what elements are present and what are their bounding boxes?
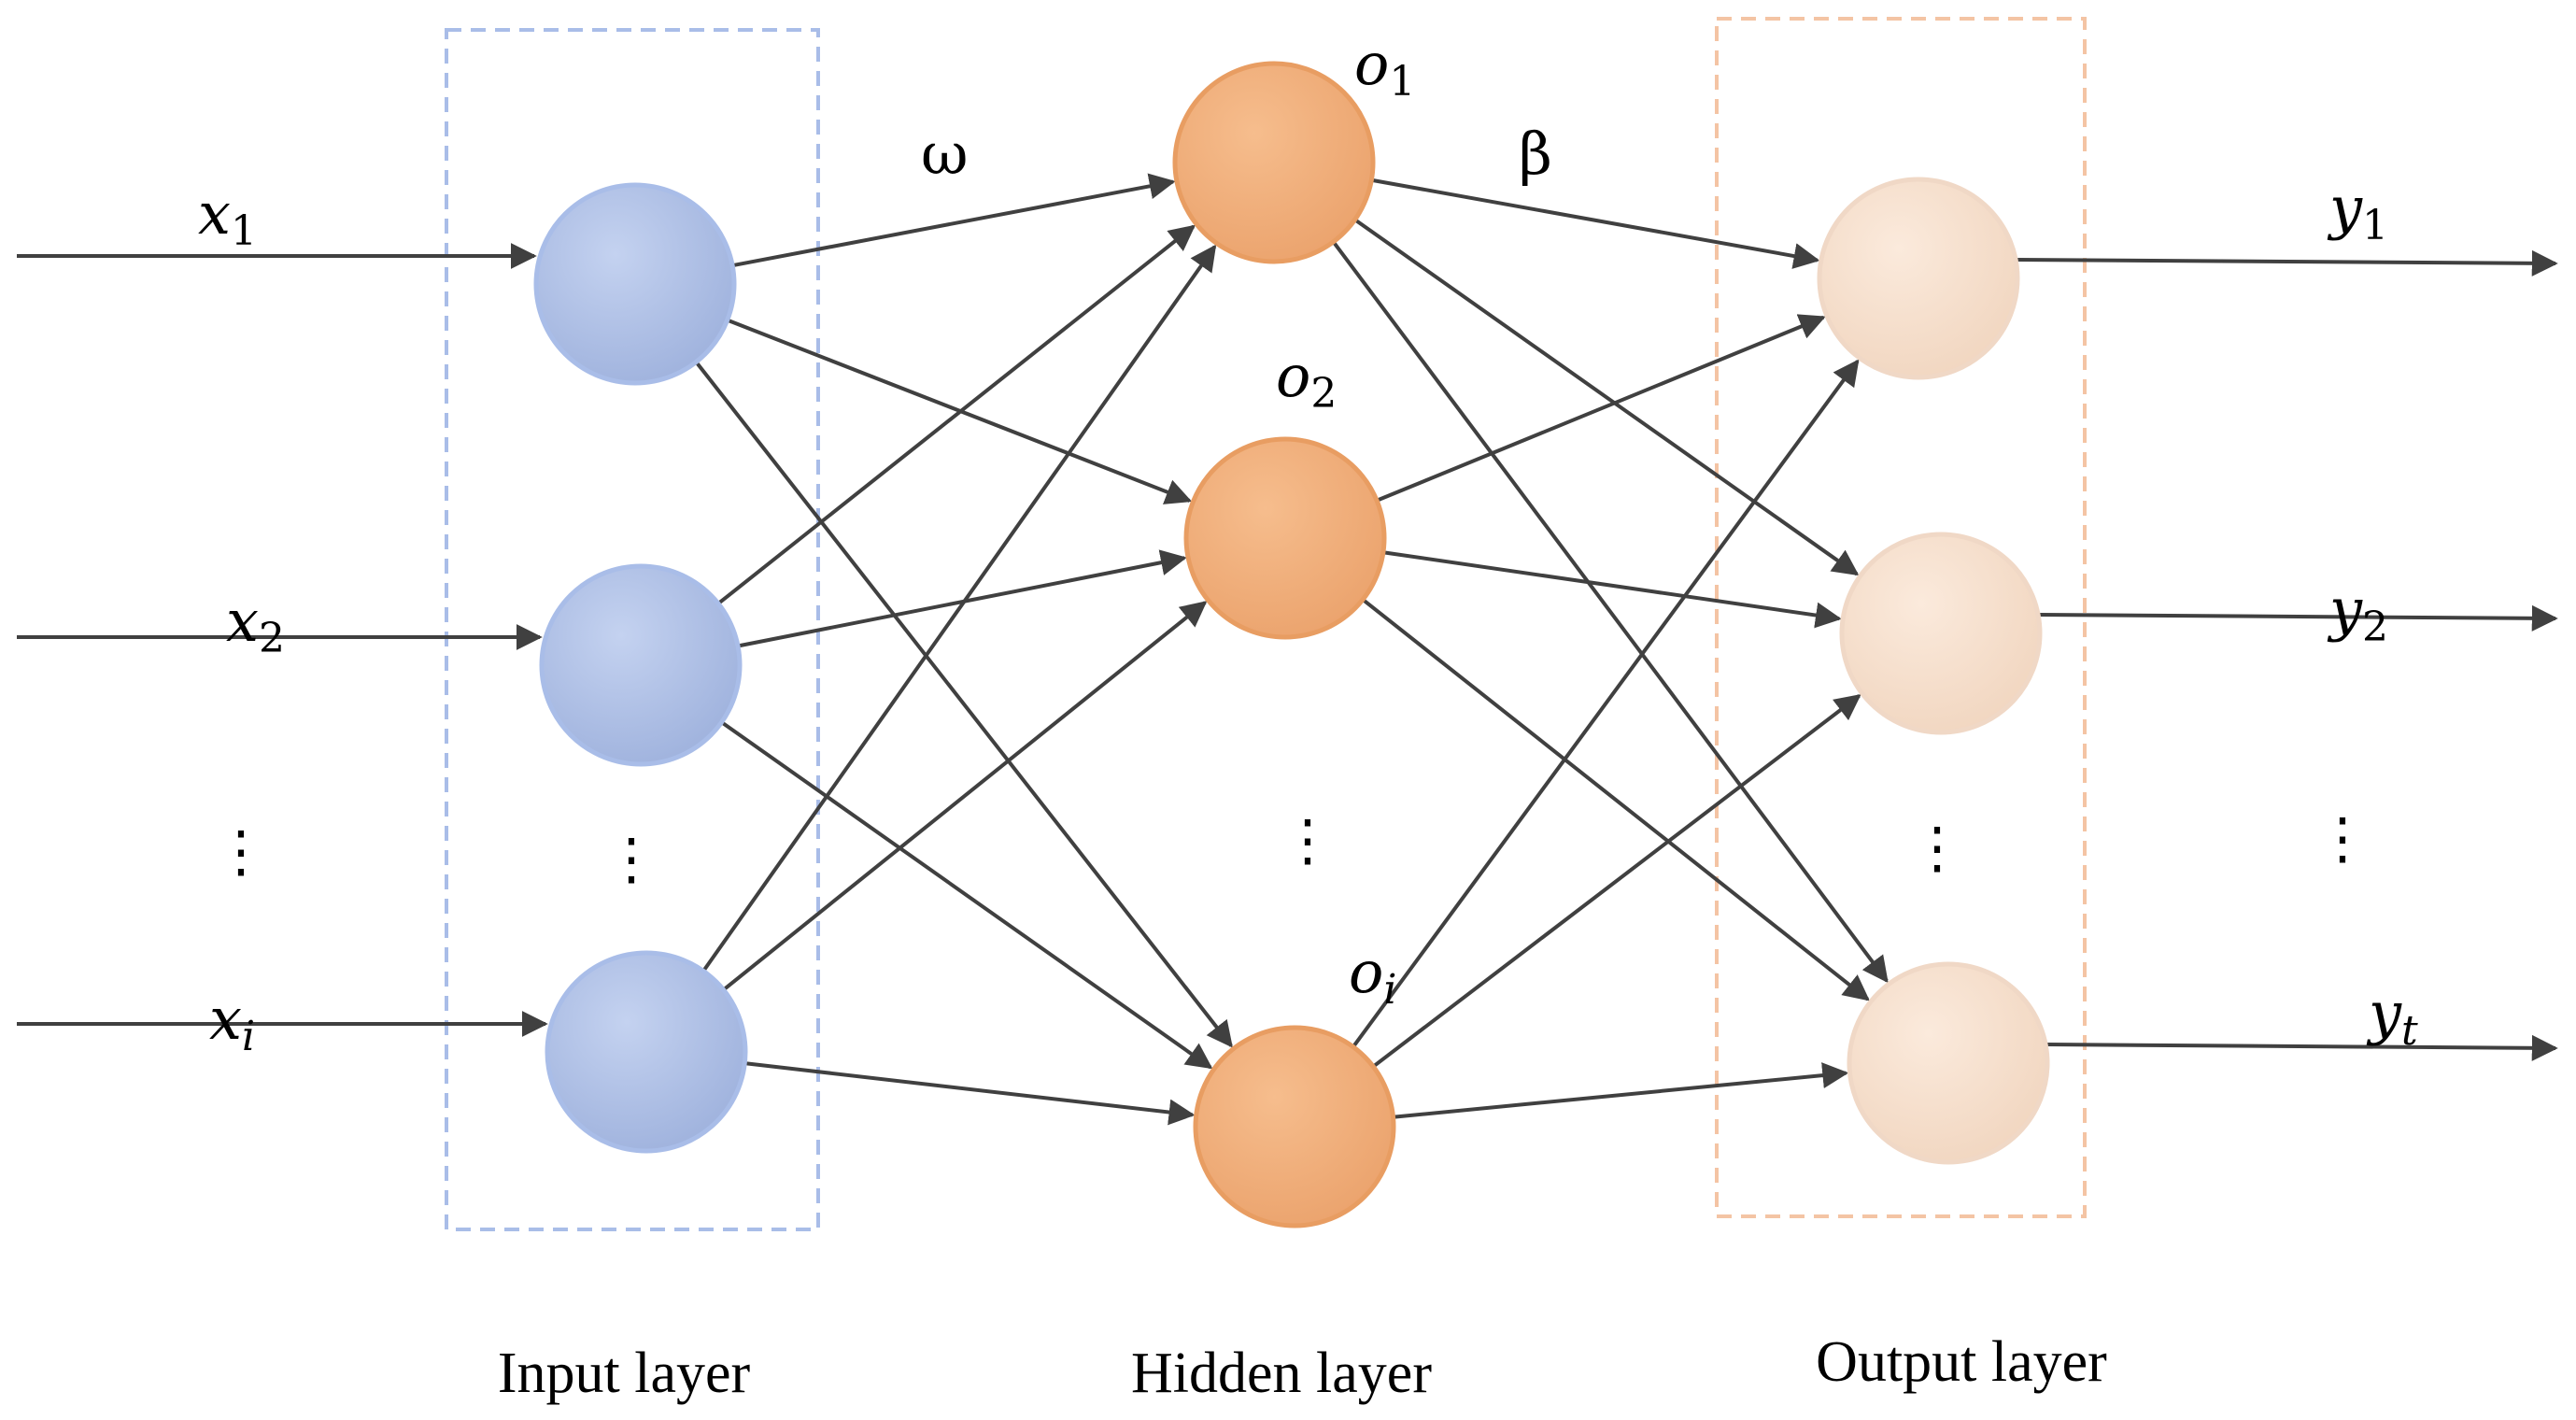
input-node-2 xyxy=(539,563,743,767)
input-layer-caption: Input layer xyxy=(498,1342,751,1405)
output-node-2 xyxy=(1839,532,2043,735)
weight-omega-label: ω xyxy=(921,120,969,188)
io-arrows xyxy=(17,243,2558,1061)
edge-input-1-hidden-2 xyxy=(727,318,1193,504)
input-label-1: x1 xyxy=(198,179,257,255)
ellipsis-inputs: ⋮ xyxy=(213,819,269,885)
output-label-1: y1 xyxy=(2327,174,2388,249)
output-label-t: yt xyxy=(2366,979,2418,1055)
hidden-label-i: oi xyxy=(1349,938,1396,1014)
output-arrow-2 xyxy=(2039,604,2558,632)
connections xyxy=(694,173,1889,1126)
output-arrow-1 xyxy=(2017,249,2558,277)
edge-hidden-3-output-3 xyxy=(1393,1062,1849,1119)
weight-beta-label: β xyxy=(1519,120,1552,188)
nodes xyxy=(533,61,2050,1228)
edge-input-3-hidden-1 xyxy=(701,244,1217,973)
edge-input-1-hidden-1 xyxy=(731,173,1176,268)
hidden-node-2 xyxy=(1183,436,1387,640)
edge-hidden-3-output-2 xyxy=(1372,694,1861,1069)
hidden-node-1 xyxy=(1172,61,1376,264)
ellipsis-hidden-layer: ⋮ xyxy=(1280,808,1336,873)
hidden-layer-caption: Hidden layer xyxy=(1131,1342,1432,1405)
hidden-label-2: o2 xyxy=(1276,342,1337,418)
output-arrow-3 xyxy=(2046,1034,2558,1061)
ellipsis-output-layer: ⋮ xyxy=(1909,816,1965,881)
edge-hidden-2-output-3 xyxy=(1361,598,1870,1001)
edge-hidden-1-output-2 xyxy=(1353,218,1860,576)
edge-input-2-hidden-3 xyxy=(720,720,1213,1070)
output-node-1 xyxy=(1817,177,2020,380)
ellipsis-outputs: ⋮ xyxy=(2314,806,2371,872)
hidden-label-1: o1 xyxy=(1354,30,1415,106)
edge-input-2-hidden-1 xyxy=(716,224,1196,605)
ellipsis-input-layer: ⋮ xyxy=(603,827,659,892)
input-label-2: x2 xyxy=(226,587,285,662)
edge-input-3-hidden-3 xyxy=(744,1061,1196,1126)
output-layer-caption: Output layer xyxy=(1816,1330,2107,1394)
input-node-3 xyxy=(545,950,748,1154)
edge-hidden-2-output-2 xyxy=(1382,550,1842,629)
edge-hidden-1-output-1 xyxy=(1370,178,1820,269)
output-node-3 xyxy=(1847,961,2050,1165)
input-node-1 xyxy=(533,182,737,386)
input-label-i: xi xyxy=(209,985,255,1060)
edge-input-3-hidden-2 xyxy=(722,601,1208,992)
hidden-node-3 xyxy=(1193,1025,1396,1228)
edge-hidden-3-output-1 xyxy=(1352,359,1860,1048)
edge-input-2-hidden-2 xyxy=(737,549,1187,648)
edge-hidden-2-output-1 xyxy=(1376,314,1826,503)
output-layer-box xyxy=(1715,17,2087,1218)
edge-input-1-hidden-3 xyxy=(694,361,1233,1048)
edge-hidden-1-output-3 xyxy=(1331,240,1889,984)
output-label-2: y2 xyxy=(2327,575,2388,651)
